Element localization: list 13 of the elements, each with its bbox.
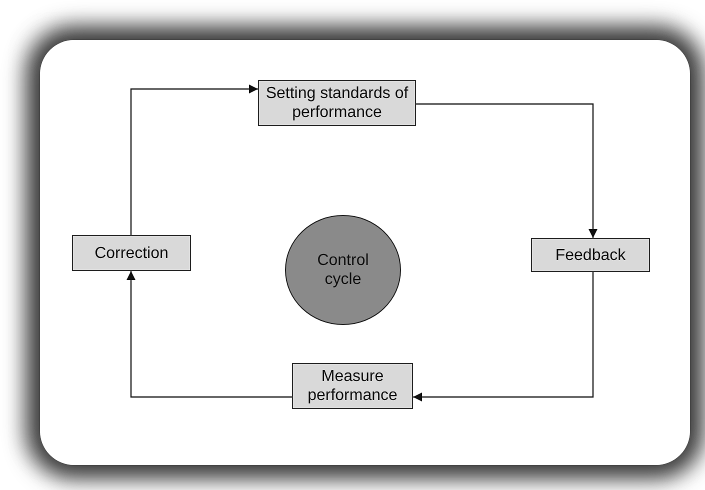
node-label: Setting standards of performance (264, 84, 410, 122)
arrow (416, 103, 598, 238)
node-label: Feedback (555, 246, 626, 264)
process-box (292, 363, 413, 409)
process-box (72, 235, 191, 271)
arrow (126, 271, 292, 398)
node-label: Correction (94, 244, 168, 262)
process-box (258, 80, 416, 126)
process-box (531, 238, 650, 272)
node-label: Control cycle (316, 251, 370, 289)
arrow (413, 272, 594, 402)
node-label: Measure performance (306, 367, 398, 405)
arrow (130, 84, 258, 235)
